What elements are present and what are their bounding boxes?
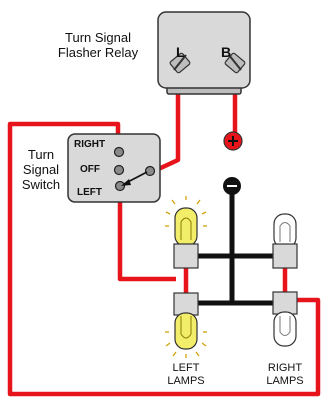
battery-negative <box>223 177 241 195</box>
ground-wires <box>196 190 276 306</box>
turn-signal-switch <box>67 133 161 203</box>
relay-terminal-b <box>224 52 246 74</box>
switch-common-contact <box>144 165 156 177</box>
relay-label: Turn Signal Flasher Relay <box>40 30 156 61</box>
wire-switch-left-to-left-lamp <box>117 186 176 282</box>
relay-label-line1: Turn Signal <box>65 30 131 45</box>
relay-terminal-b-label: B <box>221 44 232 60</box>
switch-position-off: OFF <box>80 164 100 175</box>
power-wires <box>7 68 321 397</box>
switch-position-right: RIGHT <box>74 139 106 150</box>
switch-position-left: LEFT <box>77 187 102 198</box>
relay-label-line2: Flasher Relay <box>57 44 139 60</box>
right-lamps-label-line1: RIGHT <box>267 362 303 374</box>
left-lamps-label-line1: LEFT <box>172 362 200 374</box>
left-lower-lamp <box>165 292 207 358</box>
wire-switch-right-to-right-lamps <box>7 121 321 397</box>
switch-contact-left <box>114 180 126 192</box>
left-lamps-label: LEFT LAMPS <box>158 362 214 387</box>
flasher-relay <box>157 11 251 95</box>
switch-label: Turn Signal Switch <box>14 147 68 193</box>
right-lamps-label-line2: LAMPS <box>266 374 304 387</box>
right-lower-lamp <box>272 291 298 347</box>
switch-contact-right <box>113 146 125 158</box>
right-lamps-label: RIGHT LAMPS <box>256 362 314 387</box>
relay-terminal-l <box>169 52 191 74</box>
relay-terminal-l-label: L <box>176 44 185 60</box>
switch-label-line2: Signal <box>22 161 60 177</box>
left-lamps-label-line2: LAMPS <box>167 374 205 387</box>
right-upper-lamp <box>272 213 298 269</box>
battery-positive <box>223 131 243 151</box>
switch-contact-off <box>113 164 125 176</box>
left-upper-lamp <box>165 196 207 269</box>
switch-lever-arrowhead <box>121 179 131 186</box>
switch-label-line1: Turn <box>27 147 55 162</box>
switch-label-line3: Switch <box>21 176 61 192</box>
